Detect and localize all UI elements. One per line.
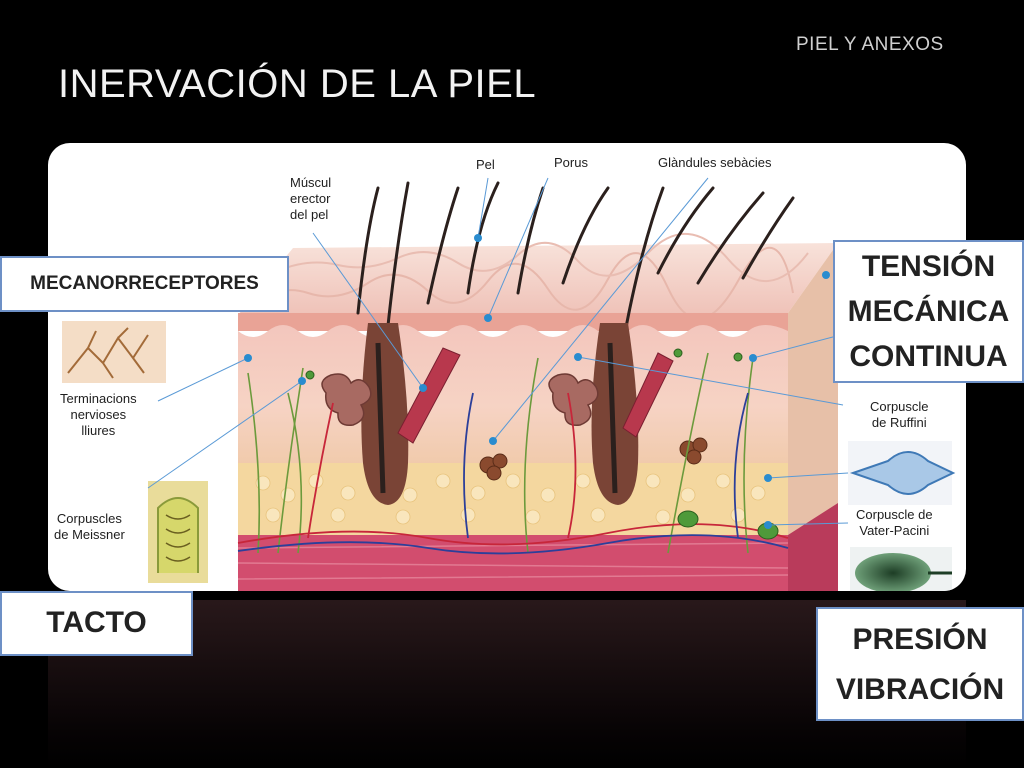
callout-tension-line-1: TENSIÓN (861, 250, 996, 283)
slide-title: INERVACIÓN DE LA PIEL (58, 62, 537, 106)
hair-follicles (361, 323, 639, 505)
label-pacini-corpuscle: Corpuscle de Vater-Pacini (856, 507, 933, 538)
callout-pressure-line-2: VIBRACIÓN (835, 673, 1005, 706)
callout-mechanoreceptors: MECANORRECEPTORES (0, 256, 289, 312)
callout-tension-line-2: MECÁNICA (847, 295, 1010, 328)
blood-vessels (237, 392, 789, 555)
free-nerve-endings-inset (62, 321, 166, 383)
callout-touch: TACTO (0, 591, 193, 656)
ruffini-corpuscle-inset (848, 441, 956, 505)
label-meissner-corpuscles: Corpuscles de Meissner (54, 511, 125, 542)
label-free-nerve-endings: Terminacions nervioses lliures (60, 391, 137, 438)
callout-pressure-vibration: PRESIÓN VIBRACIÓN (816, 607, 1024, 721)
epidermis-surface (238, 232, 838, 320)
callout-tension-line-3: CONTINUA (849, 340, 1008, 373)
pointer-lines (147, 177, 849, 526)
sweat-glands (479, 437, 708, 481)
label-pore: Porus (554, 155, 588, 170)
section-subtitle: PIEL Y ANEXOS (796, 34, 944, 55)
label-sebaceous-glands: Glàndules sebàcies (658, 155, 772, 170)
skin-diagram-panel: Múscul erector del pel Pel Porus Glàndul… (48, 143, 966, 591)
label-ruffini-corpuscle: Corpuscle de Ruffini (870, 399, 929, 430)
sebaceous-glands (321, 373, 599, 426)
green-receptors (305, 348, 779, 540)
pointer-dots (244, 234, 830, 529)
pacini-corpuscle-inset (850, 547, 952, 591)
label-hair: Pel (476, 157, 495, 172)
label-erector-muscle: Múscul erector del pel (290, 175, 332, 222)
callout-pressure-line-1: PRESIÓN (852, 623, 988, 656)
panel-reflection (48, 600, 966, 768)
erector-muscles (397, 347, 674, 444)
skin-cross-section-illustration (62, 177, 956, 591)
callout-continuous-tension: TENSIÓN MECÁNICA CONTINUA (833, 240, 1024, 383)
meissner-corpuscle-inset (148, 481, 208, 583)
nerve-fibers (247, 352, 754, 554)
